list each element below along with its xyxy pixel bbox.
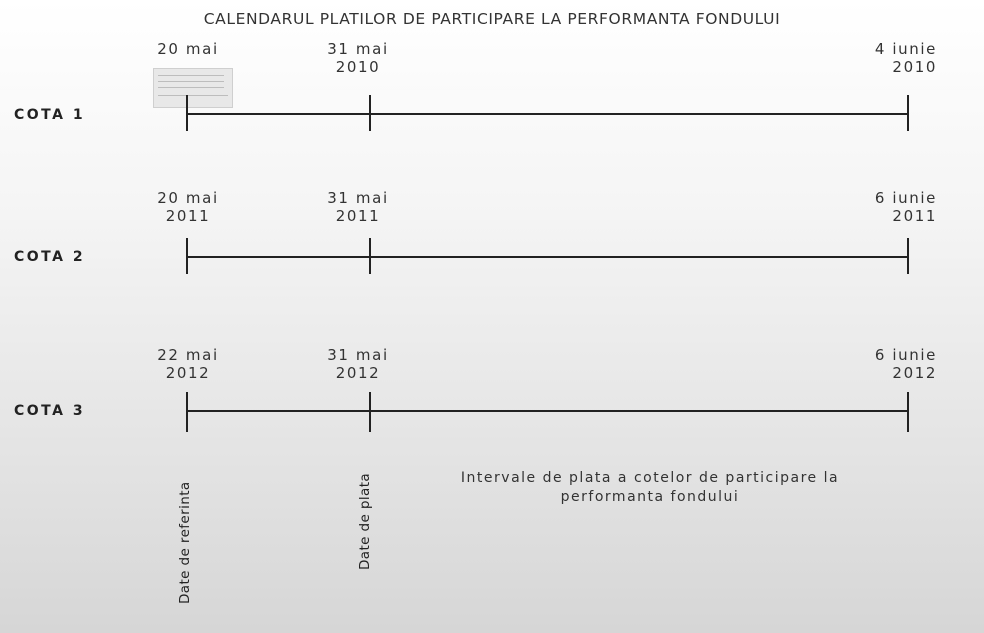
- row2-tick-payment: [369, 238, 371, 274]
- row3-date-reference: 22 mai 2012: [157, 346, 219, 382]
- row1-date-reference: 20 mai: [157, 40, 219, 58]
- row1-date-end: 4 iunie 2010: [874, 40, 937, 76]
- thumbnail-image: [153, 68, 233, 108]
- row2-tick-end: [907, 238, 909, 274]
- payment-interval-note: Intervale de plata a cotelor de particip…: [460, 470, 840, 505]
- row2-date-end: 6 iunie 2011: [874, 189, 937, 225]
- row2-tick-reference: [186, 238, 188, 274]
- row2-date-reference: 20 mai 2011: [157, 189, 219, 225]
- row1-tick-reference: [186, 95, 188, 131]
- row3-tick-reference: [186, 392, 188, 432]
- row3-date-payment: 31 mai 2012: [327, 346, 389, 382]
- diagram-title: CALENDARUL PLATILOR DE PARTICIPARE LA PE…: [203, 10, 781, 28]
- row1-tick-end: [907, 95, 909, 131]
- row2-timeline: [186, 256, 909, 258]
- row3-cota-label: COTA 3: [14, 403, 86, 419]
- row1-cota-label: COTA 1: [14, 107, 86, 123]
- row1-tick-payment: [369, 95, 371, 131]
- row1-date-payment: 31 mai 2010: [327, 40, 389, 76]
- row3-tick-end: [907, 392, 909, 432]
- row2-date-payment: 31 mai 2011: [327, 189, 389, 225]
- row3-date-end: 6 iunie 2012: [874, 346, 937, 382]
- row1-timeline: [186, 113, 909, 115]
- payment-dates-label: Date de plata: [357, 472, 373, 570]
- row3-tick-payment: [369, 392, 371, 432]
- row3-timeline: [186, 410, 909, 412]
- reference-dates-label: Date de referinta: [177, 481, 193, 604]
- row2-cota-label: COTA 2: [14, 249, 86, 265]
